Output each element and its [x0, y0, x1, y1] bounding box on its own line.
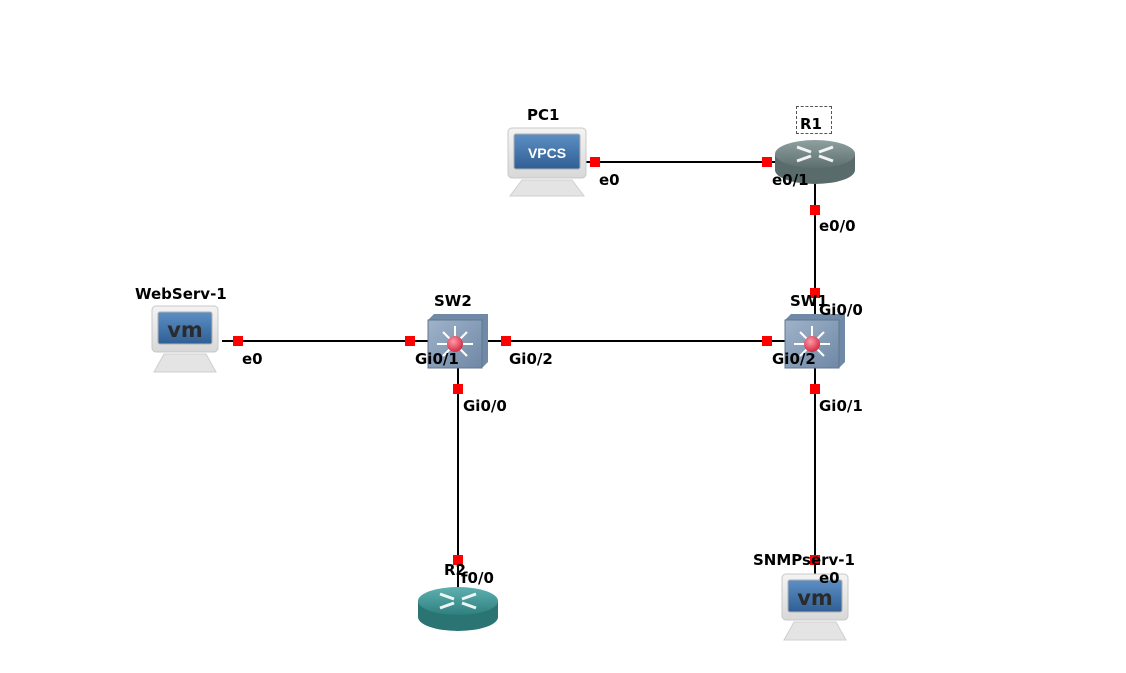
node-pc1[interactable]: VPCS	[507, 127, 587, 197]
port-marker-sw1-gi00[interactable]	[810, 288, 820, 298]
port-label-sw1-gi00: Gi0/0	[819, 301, 863, 319]
port-label-web-e0: e0	[242, 350, 263, 368]
port-marker-snmp-e0[interactable]	[810, 555, 820, 565]
port-marker-r1-e00[interactable]	[810, 205, 820, 215]
node-label-r2[interactable]: R2	[444, 561, 466, 579]
node-sw2[interactable]	[427, 314, 488, 369]
node-r2[interactable]	[418, 587, 498, 631]
links	[222, 161, 816, 590]
vm-screen-icon	[157, 311, 213, 345]
port-marker-r2-f00[interactable]	[453, 555, 463, 565]
port-marker-r1-e01[interactable]	[762, 157, 772, 167]
node-label-snmpserv1[interactable]: SNMPserv-1	[753, 551, 855, 569]
port-markers	[233, 157, 820, 565]
r1-selection-box	[796, 106, 832, 134]
node-sw1[interactable]	[784, 314, 845, 369]
port-label-sw2-gi00: Gi0/0	[463, 397, 507, 415]
node-snmpserv1[interactable]: vm	[781, 573, 849, 641]
switch-status-dot	[447, 336, 463, 352]
switch-status-dot	[804, 336, 820, 352]
port-label-pc1-e0: e0	[599, 171, 620, 189]
snmpserv1-screen-text: vm	[797, 586, 833, 610]
port-label-r1-e01: e0/1	[772, 171, 809, 189]
port-label-r1-e00: e0/0	[819, 217, 856, 235]
port-marker-sw2-gi02[interactable]	[501, 336, 511, 346]
node-label-sw2[interactable]: SW2	[434, 292, 472, 310]
webserv1-screen-text: vm	[167, 318, 203, 342]
port-marker-sw1-gi02[interactable]	[762, 336, 772, 346]
node-label-pc1[interactable]: PC1	[527, 106, 560, 124]
router-arrows-icon	[439, 592, 477, 610]
port-marker-web-e0[interactable]	[233, 336, 243, 346]
vpcs-screen-icon	[513, 133, 581, 170]
port-marker-pc1-e0[interactable]	[590, 157, 600, 167]
port-label-sw1-gi02: Gi0/2	[772, 350, 816, 368]
port-label-r2-f00: f0/0	[461, 569, 494, 587]
port-label-sw2-gi01: Gi0/1	[415, 350, 459, 368]
port-label-sw1-gi01: Gi0/1	[819, 397, 863, 415]
node-label-webserv1[interactable]: WebServ-1	[135, 285, 227, 303]
port-label-snmp-e0: e0	[819, 569, 840, 587]
port-marker-sw1-gi01[interactable]	[810, 384, 820, 394]
node-r1[interactable]	[775, 140, 855, 184]
router-arrows-icon	[796, 145, 834, 163]
node-label-sw1[interactable]: SW1	[790, 292, 828, 310]
port-marker-sw2-gi00[interactable]	[453, 384, 463, 394]
port-label-sw2-gi02: Gi0/2	[509, 350, 553, 368]
pc1-screen-text: VPCS	[528, 145, 566, 161]
node-label-r1[interactable]: R1	[800, 115, 822, 133]
node-webserv1[interactable]: vm	[151, 305, 219, 373]
port-marker-sw2-gi01[interactable]	[405, 336, 415, 346]
vm-screen-icon	[787, 579, 843, 613]
